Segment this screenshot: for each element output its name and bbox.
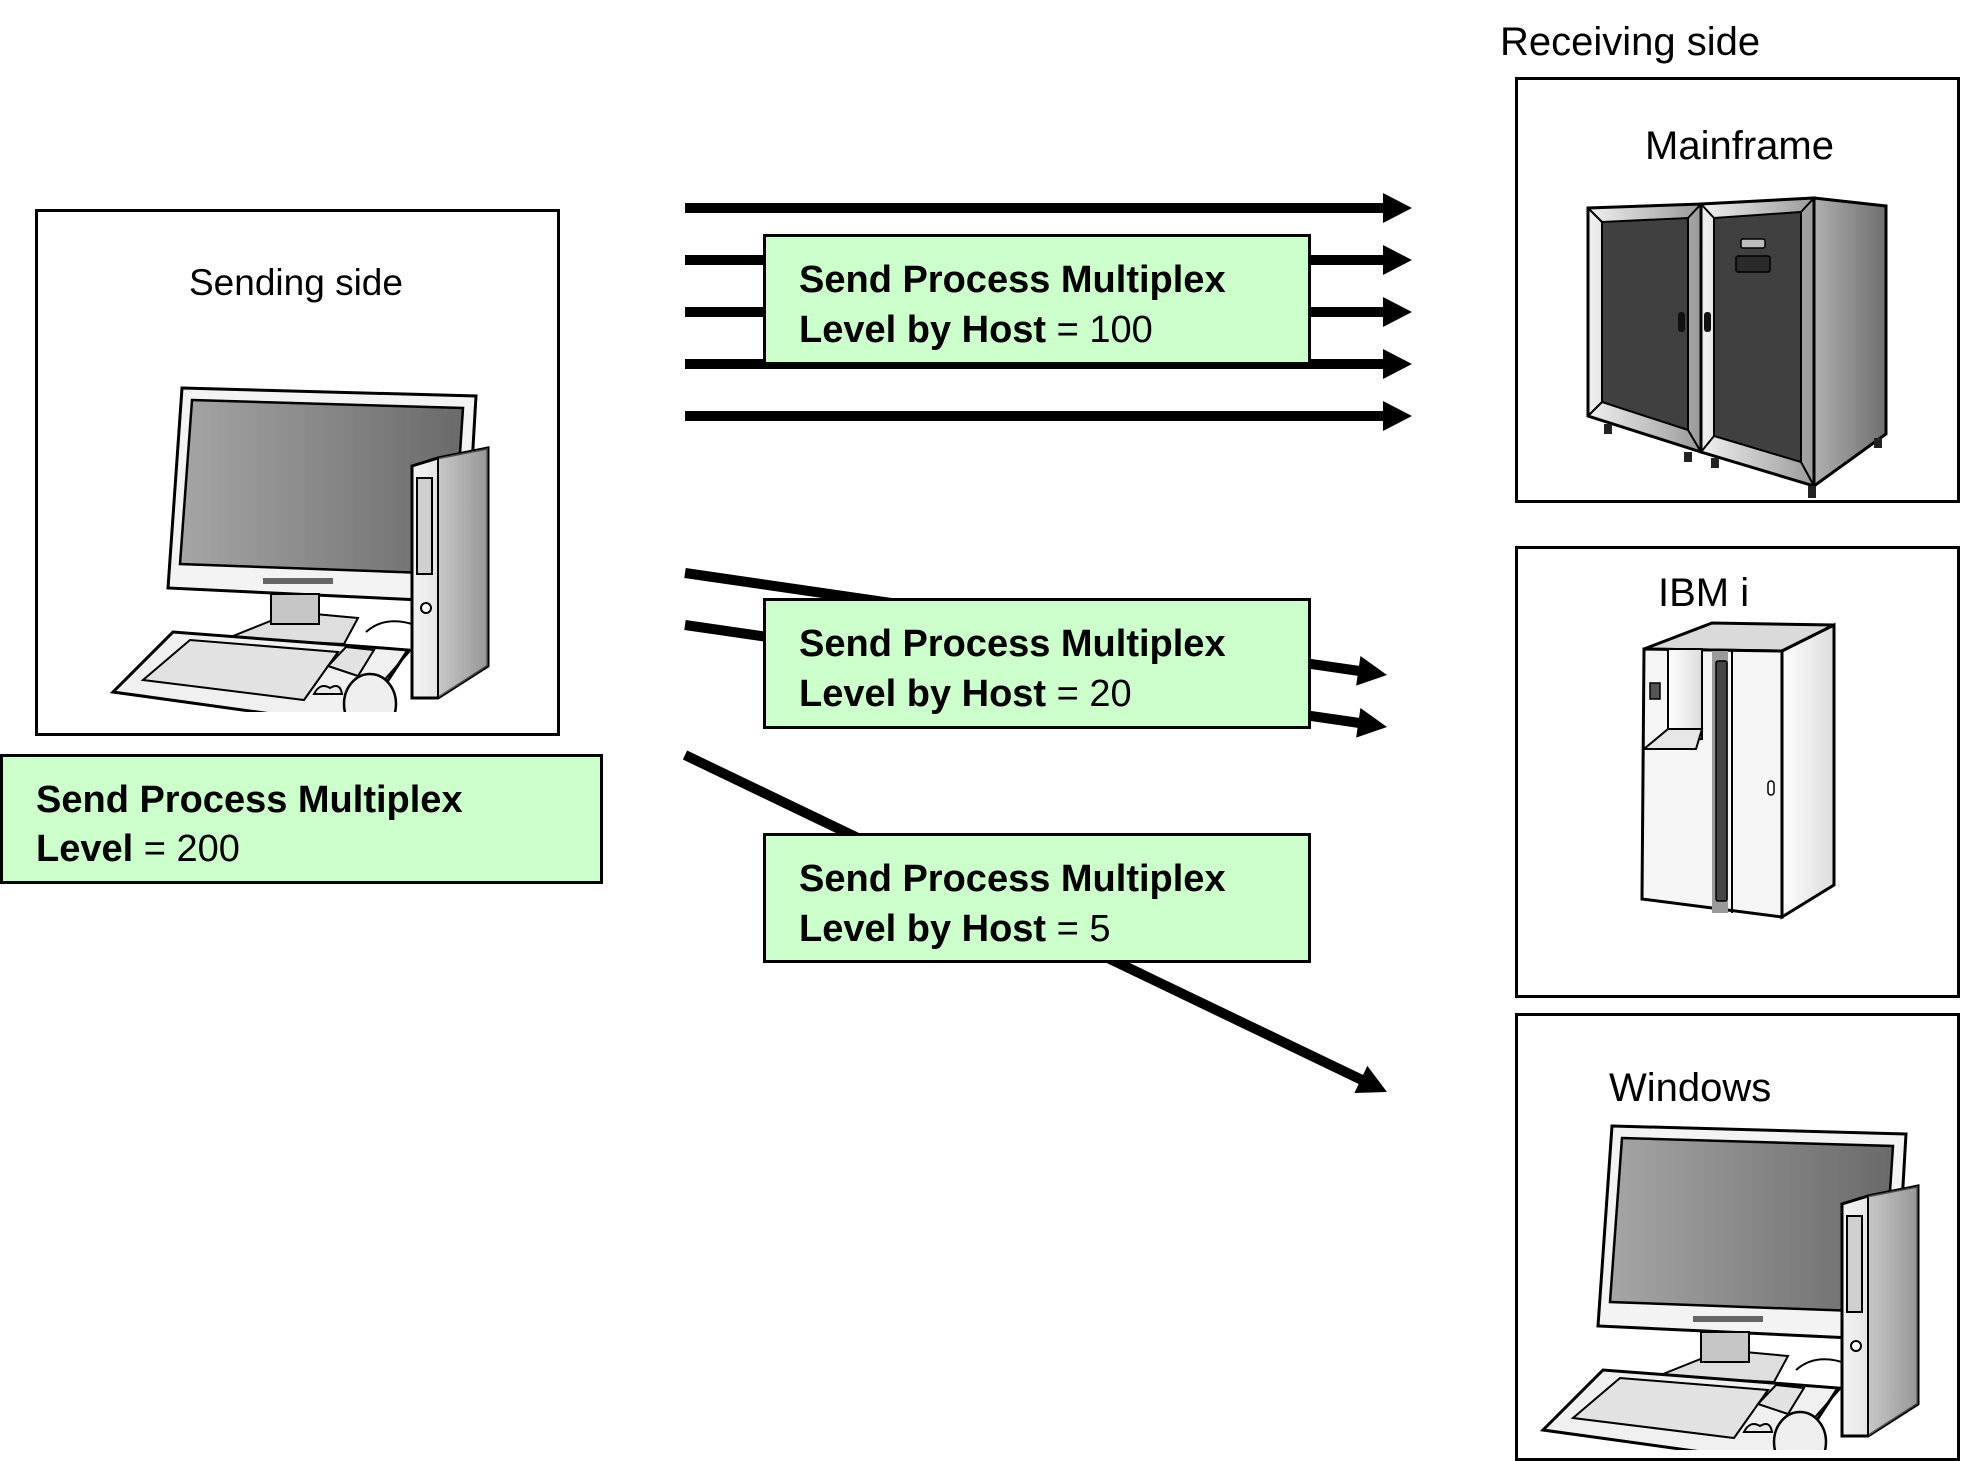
host-setting-line2: Level by Host = 20 [799, 675, 1132, 713]
sending-side-frame: Sending side [35, 209, 560, 736]
host-title-ibm-i: IBM i [1658, 571, 1750, 615]
setting-line2: Level = 200 [36, 830, 240, 868]
host-setting-label: Level by Host [799, 908, 1047, 950]
sending-computer-icon [109, 386, 490, 712]
connection-arrowhead-mainframe [1383, 401, 1412, 431]
host-setting-line1: Send Process Multiplex [799, 259, 1226, 301]
send-process-multiplex-level-box: Send Process Multiplex Level = 200 [0, 754, 603, 884]
level-by-host-box-windows: Send Process Multiplex Level by Host = 5 [763, 833, 1311, 963]
connection-arrowhead-ibm-i [1356, 707, 1387, 738]
host-setting-value: = 20 [1046, 673, 1132, 715]
host-setting-value: = 5 [1046, 908, 1111, 950]
windows-computer-icon [1539, 1124, 1920, 1450]
host-setting-line2: Level by Host = 5 [799, 910, 1111, 948]
host-setting-label: Level by Host [799, 673, 1047, 715]
connection-arrowhead-windows [1354, 1065, 1387, 1093]
connection-arrowhead-mainframe [1383, 349, 1412, 379]
host-setting-label: Level by Host [799, 309, 1047, 351]
setting-line2-label: Level [36, 828, 134, 870]
host-title-mainframe: Mainframe [1645, 124, 1834, 168]
receiving-side-title: Receiving side [1500, 20, 1761, 64]
host-frame-ibm-i: IBM i [1515, 546, 1960, 998]
connection-arrowhead-ibm-i [1356, 655, 1387, 686]
host-frame-windows: Windows [1515, 1013, 1960, 1461]
setting-line1: Send Process Multiplex [36, 779, 463, 821]
level-by-host-box-ibm-i: Send Process Multiplex Level by Host = 2… [763, 598, 1311, 729]
host-title-windows: Windows [1609, 1066, 1772, 1110]
host-setting-value: = 100 [1046, 309, 1153, 351]
connection-arrowhead-mainframe [1383, 245, 1412, 275]
level-by-host-box-mainframe: Send Process Multiplex Level by Host = 1… [763, 234, 1311, 365]
host-setting-line1: Send Process Multiplex [799, 623, 1226, 665]
host-setting-line2: Level by Host = 100 [799, 311, 1153, 349]
setting-value: = 200 [133, 828, 240, 870]
connection-arrowhead-mainframe [1383, 193, 1412, 223]
host-frame-mainframe: Mainframe [1515, 77, 1960, 503]
ibm-i-server-icon [1640, 621, 1836, 920]
mainframe-icon [1586, 196, 1888, 498]
connection-arrowhead-mainframe [1383, 297, 1412, 327]
host-setting-line1: Send Process Multiplex [799, 858, 1226, 900]
sending-side-title: Sending side [189, 262, 403, 303]
